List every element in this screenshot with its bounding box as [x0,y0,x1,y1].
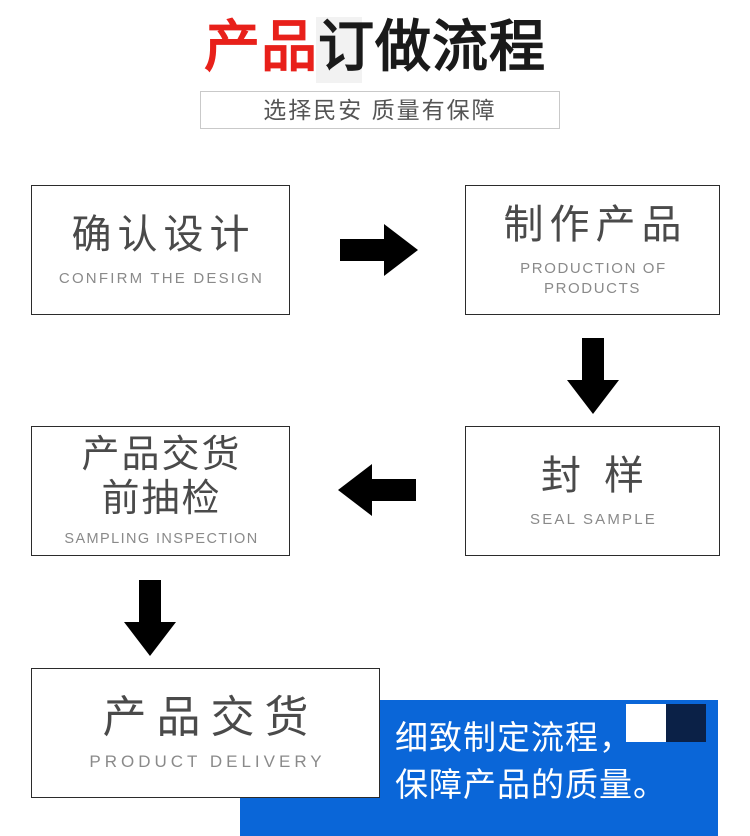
page-title-dark-part: 订做流程 [318,15,546,78]
step-label-cn: 产品交货 [102,693,319,742]
step-box-production-of-products[interactable]: 制作产品 PRODUCTION OF PRODUCTS [465,185,720,315]
banner-text-line1: 细致制定流程， [395,719,633,756]
arrow-left-icon [338,462,416,518]
subtitle-box: 选择民安 质量有保障 [200,91,560,129]
step-box-confirm-design[interactable]: 确认设计 CONFIRM THE DESIGN [31,185,290,315]
step-box-seal-sample[interactable]: 封 样 SEAL SAMPLE [465,426,720,556]
decorative-squares [626,704,706,742]
step-label-en: SEAL SAMPLE [529,511,658,528]
square-dark-icon [666,704,706,742]
step-label-en: PRODUCT DELIVERY [89,752,326,771]
banner-text: 细致制定流程， 保障产品的质量。 [395,714,667,808]
step-label-en: SAMPLING INSPECTION [64,531,259,547]
subtitle-text: 选择民安 质量有保障 [263,96,497,123]
banner-text-line2: 保障产品的质量。 [395,766,667,803]
step-label-cn: 确认设计 [71,213,256,257]
quality-banner: 细致制定流程， 保障产品的质量。 [240,700,718,836]
arrow-down-icon [122,580,178,656]
step-label-cn-line2: 前抽检 [101,478,222,520]
header: 产品订做流程 选择民安 质量有保障 [0,0,750,140]
step-label-en: PRODUCTION OF PRODUCTS [520,260,667,297]
page-title: 产品订做流程 [0,12,750,82]
arrow-right-icon [340,222,418,278]
step-box-product-delivery[interactable]: 产品交货 PRODUCT DELIVERY [31,668,380,798]
step-label-en: CONFIRM THE DESIGN [58,270,265,287]
step-label-cn: 制作产品 [503,203,688,247]
square-light-icon [626,704,666,742]
arrow-down-icon [565,338,621,414]
step-label-cn: 产品交货 [81,434,242,476]
page-title-red-part: 产品 [204,15,318,78]
step-box-sampling-inspection[interactable]: 产品交货 前抽检 SAMPLING INSPECTION [31,426,290,556]
step-label-cn: 封 样 [540,454,651,498]
